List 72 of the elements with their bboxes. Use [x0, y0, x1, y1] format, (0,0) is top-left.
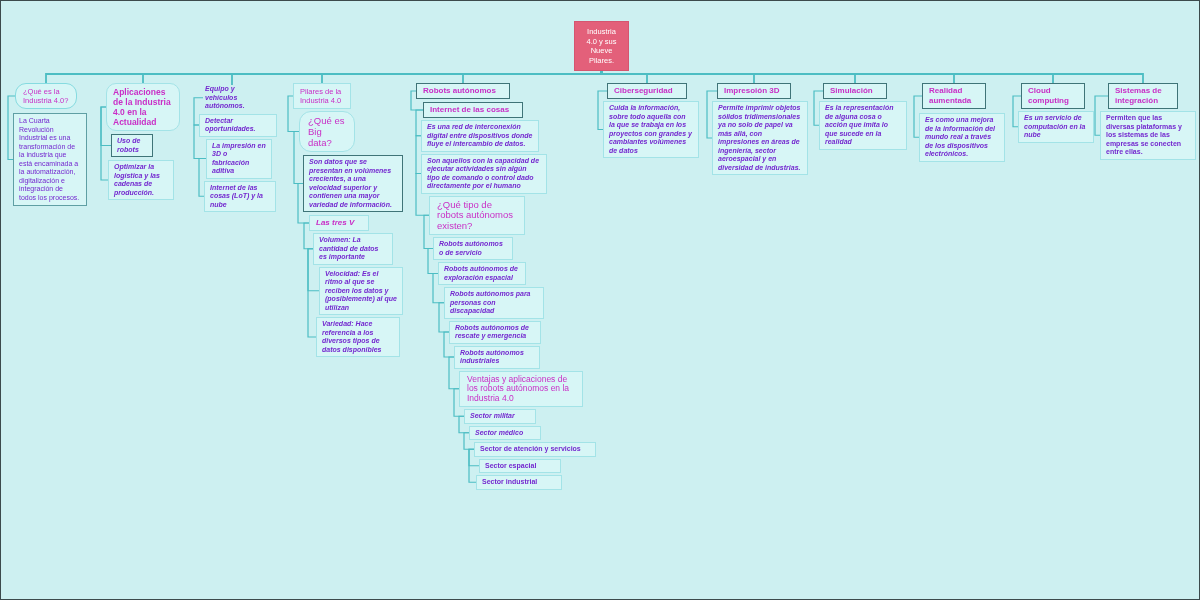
- topic-box: [607, 83, 687, 99]
- topic-title: Aplicaciones de la Industria 4.0 en la Actualidad: [113, 87, 172, 127]
- topic-title: Realidad aumentada: [929, 86, 973, 106]
- connector-line: [100, 106, 109, 181]
- note-box: [13, 113, 87, 206]
- topic-title: ¿Qué tipo de robots autónomos existen?: [437, 199, 515, 231]
- connector-line: [193, 97, 204, 126]
- note-box: [1100, 111, 1196, 160]
- note-box: [319, 266, 403, 315]
- note-box: [108, 160, 174, 200]
- note-box: [313, 233, 393, 265]
- note-box: [444, 287, 544, 319]
- branch-line: [600, 70, 1144, 84]
- note-box: [479, 458, 561, 473]
- note-box: [206, 138, 272, 179]
- note-box: [474, 442, 596, 457]
- connector-line: [813, 90, 824, 126]
- topic-box: [293, 83, 351, 109]
- connector-line: [415, 109, 424, 137]
- topic-box: [1021, 83, 1085, 109]
- connector-line: [468, 448, 477, 483]
- topic-title: Sistemas de integración: [1115, 86, 1163, 106]
- topic-title: Internet de las cosas: [430, 105, 511, 115]
- connector-line: [706, 90, 718, 139]
- note-box: [111, 134, 153, 157]
- note-box: [433, 237, 513, 260]
- topic-title: Simulación: [830, 86, 874, 96]
- note-box: [819, 101, 907, 150]
- topic-box: [15, 83, 77, 109]
- connector-line: [307, 248, 317, 338]
- topic-box: [1108, 83, 1178, 109]
- branch-line: [462, 70, 603, 84]
- note-box: [438, 262, 526, 285]
- note-box: [421, 120, 539, 152]
- connector-line: [1094, 95, 1109, 136]
- note-box: [421, 153, 547, 194]
- note-box: [204, 180, 276, 212]
- note-box: [316, 317, 400, 357]
- connector-line: [913, 95, 923, 138]
- note-box: [199, 113, 277, 137]
- topic-box: [416, 83, 510, 99]
- connector-line: [415, 135, 422, 175]
- topic-title: Cloud computing: [1028, 86, 1070, 106]
- connector-line: [1012, 95, 1022, 128]
- topic-title: Impresoión 3D: [724, 86, 781, 96]
- topic-box: [299, 111, 355, 152]
- topic-title: Ventajas y aplicaciones de los robots autónomos en la Industria 4.0: [467, 374, 571, 403]
- connector-line: [7, 95, 16, 161]
- topic-box: [106, 83, 180, 131]
- note-box: [464, 409, 536, 424]
- topic-box: [823, 83, 887, 99]
- topic-box: [309, 215, 369, 231]
- note-box: [454, 345, 540, 369]
- note-box: [476, 475, 562, 490]
- note-box: [603, 101, 699, 158]
- note-box: [919, 113, 1005, 162]
- topic-box: [717, 83, 791, 99]
- note-box: [449, 320, 541, 344]
- topic-box: [423, 102, 523, 118]
- topic-box: [459, 370, 583, 407]
- central-topic-box: [574, 21, 629, 71]
- topic-title: Las tres V: [316, 218, 356, 228]
- note-box: [469, 425, 541, 440]
- topic-title: ¿Qué es Big data?: [308, 115, 346, 148]
- topic-box: [429, 195, 525, 235]
- note-box: [303, 155, 403, 212]
- note-box: [1018, 111, 1094, 143]
- note-box: [712, 101, 808, 175]
- topic-title: Ciberseguridad: [614, 86, 674, 96]
- topic-box: [922, 83, 986, 109]
- connector-line: [597, 90, 608, 131]
- topic-title: Robots autónomos: [423, 86, 497, 96]
